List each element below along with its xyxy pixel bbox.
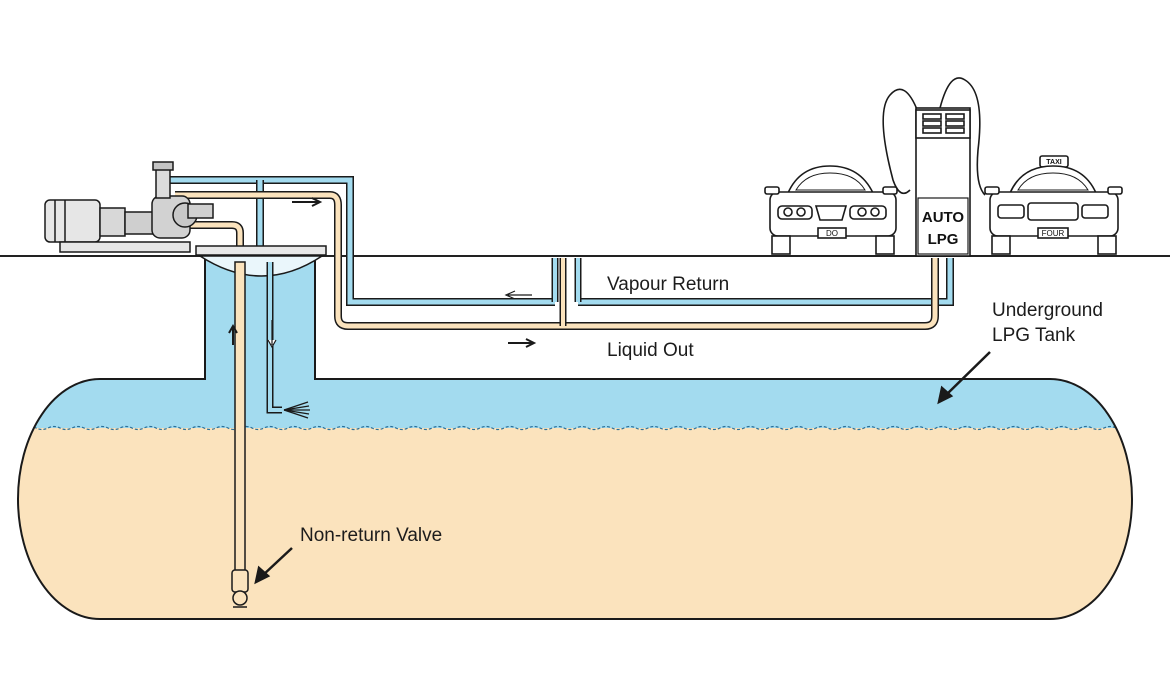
flow-arrows — [228, 197, 537, 349]
liquid-lpg — [18, 428, 1132, 619]
arrow-down-icon — [267, 320, 277, 349]
return-spray-pipe — [266, 262, 310, 419]
non-return-valve-symbol — [231, 569, 249, 608]
dispenser-label-line1: AUTO — [922, 209, 965, 226]
left-car-plate: DO — [826, 229, 838, 238]
arrow-right-icon — [508, 338, 537, 348]
arrow-left-icon — [504, 290, 532, 300]
dip-tube — [234, 261, 246, 573]
label-vapour-return: Vapour Return — [607, 274, 729, 295]
liquid-out-pipe — [175, 191, 939, 330]
label-non-return-valve: Non-return Valve — [300, 525, 442, 546]
pump-motor-unit — [44, 161, 214, 253]
taxi-sign: TAXI — [1046, 159, 1061, 166]
lpg-dispenser — [882, 77, 986, 257]
liquid-surface — [18, 425, 1132, 431]
car-right-taxi — [984, 155, 1123, 255]
dispenser-label-line2: LPG — [928, 231, 959, 248]
arrow-up-icon — [228, 323, 238, 345]
tank-outline — [17, 256, 1133, 620]
leader-arrows — [254, 351, 991, 585]
car-left — [764, 165, 898, 255]
right-car-plate: FOUR — [1042, 229, 1065, 238]
arrow-right-icon — [292, 197, 323, 207]
label-tank-line1: Underground — [992, 300, 1103, 321]
label-tank-line2: LPG Tank — [992, 325, 1076, 346]
label-liquid-out: Liquid Out — [607, 340, 694, 361]
